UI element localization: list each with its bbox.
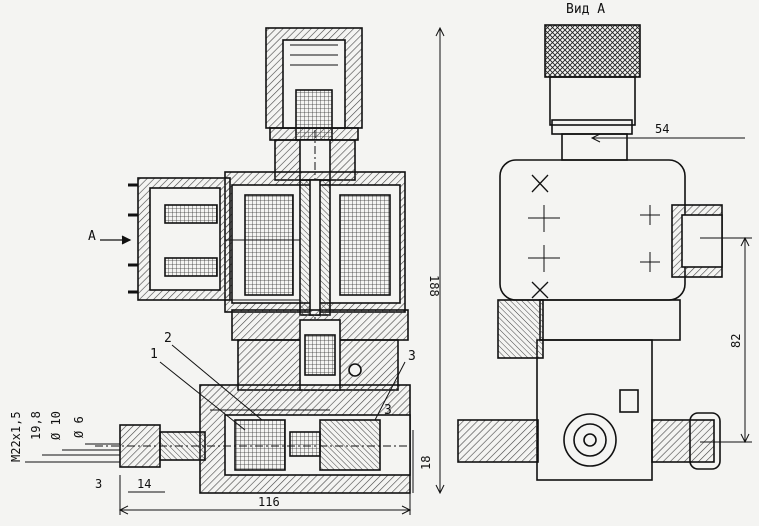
- callout-3b: 3: [384, 403, 392, 418]
- knurled-knob: [544, 24, 641, 78]
- port-circle: [563, 413, 617, 467]
- view-arrow: [100, 235, 132, 245]
- section-view: [95, 27, 411, 494]
- terminal-bottom: [164, 257, 218, 277]
- callout-1: 1: [150, 347, 158, 362]
- coil-right: [339, 194, 391, 296]
- dim-len-3: 3: [95, 477, 102, 491]
- dim-height-18: 18: [419, 456, 433, 470]
- coil-left: [244, 194, 294, 296]
- dim-height-82: 82: [729, 334, 743, 348]
- base-block: [536, 339, 653, 481]
- callout-leaders: [159, 344, 406, 431]
- dim-overall-height: 188: [427, 275, 441, 297]
- dim-d10: Ø 10: [49, 411, 63, 440]
- dim-width-116: 116: [258, 495, 280, 509]
- dimension-lines-left: [25, 26, 445, 515]
- knob-stem: [549, 76, 636, 126]
- terminal-top: [164, 204, 218, 224]
- view-title: Вид А: [566, 2, 605, 17]
- dim-19-8: 19,8: [29, 411, 43, 440]
- labels: Вид А А M22x1,5 19,8 Ø 10 Ø 6 188 116 14…: [9, 2, 743, 509]
- coil-housing-side: [499, 159, 686, 301]
- view-arrow-label: А: [88, 229, 96, 244]
- callout-2: 2: [164, 331, 172, 346]
- lower-block: [539, 299, 681, 341]
- dim-thread: M22x1,5: [9, 411, 23, 462]
- right-fitting-side: [651, 419, 715, 463]
- dim-len-14: 14: [137, 477, 151, 491]
- view-a: [457, 24, 723, 481]
- dimension-lines-right: [590, 133, 752, 444]
- left-fitting-side: [457, 419, 539, 463]
- dim-d6: Ø 6: [72, 416, 86, 438]
- dim-offset-54: 54: [655, 122, 669, 136]
- seat-3: [319, 419, 381, 471]
- callout-3: 3: [408, 349, 416, 364]
- nut: [497, 299, 544, 359]
